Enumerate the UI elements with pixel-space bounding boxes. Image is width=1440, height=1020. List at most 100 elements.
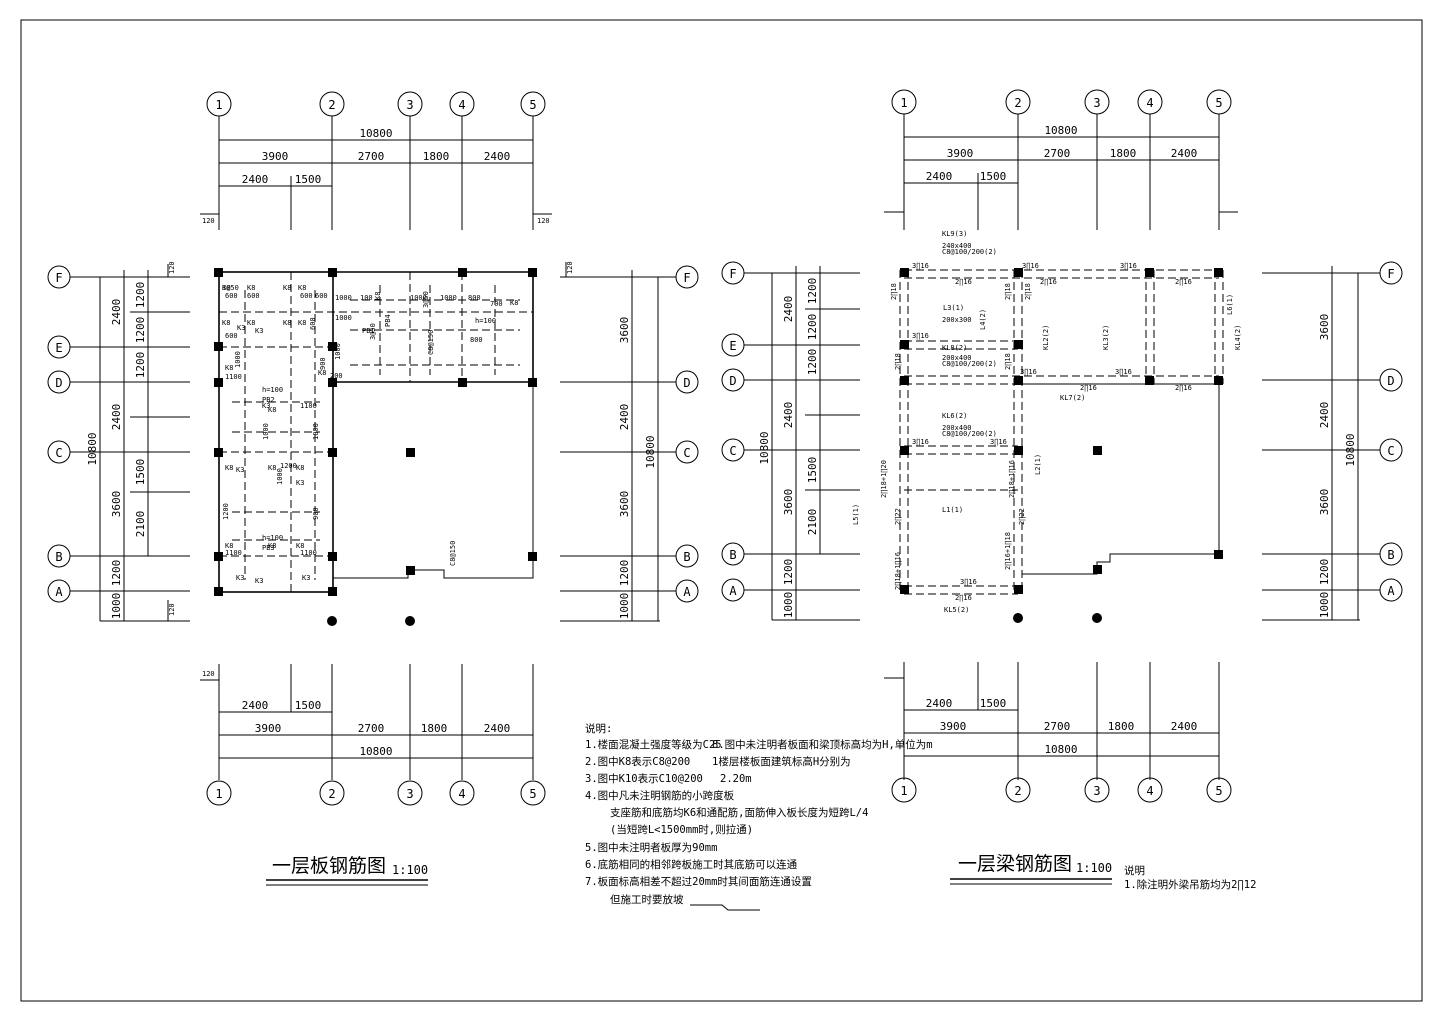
dim-text: 2400 xyxy=(110,404,123,431)
dim-text: 2700 xyxy=(358,150,385,163)
dim-text: 1500 xyxy=(295,173,322,186)
dim-text: 1500 xyxy=(295,699,322,712)
column xyxy=(328,552,337,561)
column xyxy=(458,268,467,277)
column xyxy=(214,448,223,457)
axis-label: A xyxy=(683,585,691,599)
beam-label: KL4(2) xyxy=(1234,325,1242,350)
slab-label: 600 xyxy=(247,292,260,300)
column xyxy=(1014,376,1023,385)
column xyxy=(1093,446,1102,455)
axis-bubble xyxy=(449,780,475,806)
dim-text: 1200 xyxy=(134,317,147,344)
slab-label: K3 xyxy=(237,324,245,332)
axis-bubble xyxy=(206,780,232,806)
column xyxy=(328,268,337,277)
note-line: 3.图中K10表示C10@200 xyxy=(585,772,703,785)
slab-label: K8 xyxy=(268,406,276,414)
column xyxy=(1014,446,1023,455)
notes-heading: 说明: xyxy=(585,722,612,735)
dim-text: 1200 xyxy=(806,314,819,341)
dim-text: 3900 xyxy=(947,147,974,160)
rebar-label: 2∏16+1∏18 xyxy=(1004,532,1012,570)
rebar-label: C8@100/200(2) xyxy=(942,430,997,438)
axis-label: D xyxy=(1387,374,1394,388)
axis-label: 5 xyxy=(1215,96,1222,110)
slab-label: 1100 xyxy=(300,549,317,557)
rebar-label: 240x400 xyxy=(942,242,972,250)
slab-label: K3 xyxy=(262,402,270,410)
axis-bubble xyxy=(891,777,917,803)
beam-columns xyxy=(900,268,1223,623)
axis-label: 1 xyxy=(900,784,907,798)
dim-text: 1200 xyxy=(806,349,819,376)
axis-label: B xyxy=(683,550,690,564)
column xyxy=(1145,268,1154,277)
axis-label: F xyxy=(55,271,62,285)
slab-columns xyxy=(214,268,537,626)
dim-text: 10800 xyxy=(644,435,657,468)
axis-label: 4 xyxy=(1146,96,1153,110)
column xyxy=(328,378,337,387)
dim-text: 2400 xyxy=(782,402,795,429)
beam-label: KL3(2) xyxy=(1102,325,1110,350)
slab-label: 3@50 xyxy=(422,291,430,308)
slab-label: 600 xyxy=(300,292,313,300)
dim-text: 3600 xyxy=(782,489,795,516)
column xyxy=(328,587,337,596)
drawing-title: 一层板钢筋图 xyxy=(272,855,386,877)
dim-text: 3900 xyxy=(940,720,967,733)
dim-text: 1200 xyxy=(806,278,819,305)
column xyxy=(214,268,223,277)
rebar-label: C8@100/200(2) xyxy=(942,248,997,256)
note-line: 2.图中K8表示C8@200 xyxy=(585,755,690,768)
slab-label: 800 xyxy=(468,294,481,302)
slab-label: K8 xyxy=(298,319,306,327)
dim-text: 2400 xyxy=(110,299,123,326)
axis-label: B xyxy=(729,548,736,562)
beam-rebar-labels: KL9(3)KL2(2)KL3(2)KL4(2)KL5(2)KL6(2)KL7(… xyxy=(852,230,1242,614)
column xyxy=(1014,340,1023,349)
column xyxy=(528,378,537,387)
rebar-label: 3∏16 xyxy=(912,438,929,446)
rebar-label: 3∏16 xyxy=(912,332,929,340)
axis-label: 5 xyxy=(529,98,536,112)
dimensions-bottom: 2400 1500 3900 2700 1800 2400 10800 1 2 … xyxy=(884,662,1232,803)
drawing-scale: 1:100 xyxy=(392,863,428,877)
dim-text: 3900 xyxy=(262,150,289,163)
edge-label: 120 xyxy=(168,603,176,616)
slab-label: K8 xyxy=(374,292,382,300)
axis-label: D xyxy=(683,376,690,390)
axis-label: 3 xyxy=(1093,96,1100,110)
axis-label: B xyxy=(1387,548,1394,562)
column xyxy=(1093,565,1102,574)
column xyxy=(900,268,909,277)
slab-label: 1100 xyxy=(225,373,242,381)
beam-plan: 1 2 3 4 5 10800 3900 2700 1800 2400 240 xyxy=(721,89,1403,891)
note-line: 8.图中未注明者板面和梁顶标高均为H,单位为m xyxy=(712,738,933,751)
dim-text: 2400 xyxy=(484,150,511,163)
axis-bubble xyxy=(1137,777,1163,803)
slab-label: PB4 xyxy=(384,314,392,327)
dim-text: 2400 xyxy=(484,722,511,735)
axis-label: D xyxy=(55,376,62,390)
slab-label: K3 xyxy=(296,479,304,487)
edge-label: 120 xyxy=(202,670,215,678)
axis-label: A xyxy=(55,585,63,599)
slab-label: K8 xyxy=(247,284,255,292)
slab-label: K3 xyxy=(255,577,263,585)
beam-label: KL6(2) xyxy=(942,412,967,420)
note-line: 2.20m xyxy=(720,773,752,785)
dim-text: 3600 xyxy=(1318,489,1331,516)
dim-text: 3600 xyxy=(618,491,631,518)
slab-label: PB3 xyxy=(262,544,275,552)
axis-label: 2 xyxy=(1014,96,1021,110)
slab-label: K8 xyxy=(247,319,255,327)
slab-label: 1000 xyxy=(276,468,284,485)
rebar-label: 2∏16 xyxy=(1040,278,1057,286)
dim-text: 1500 xyxy=(806,457,819,484)
dim-text: 1200 xyxy=(134,352,147,379)
slab-label: 900 xyxy=(319,357,327,370)
slab-label: K8 xyxy=(268,542,276,550)
